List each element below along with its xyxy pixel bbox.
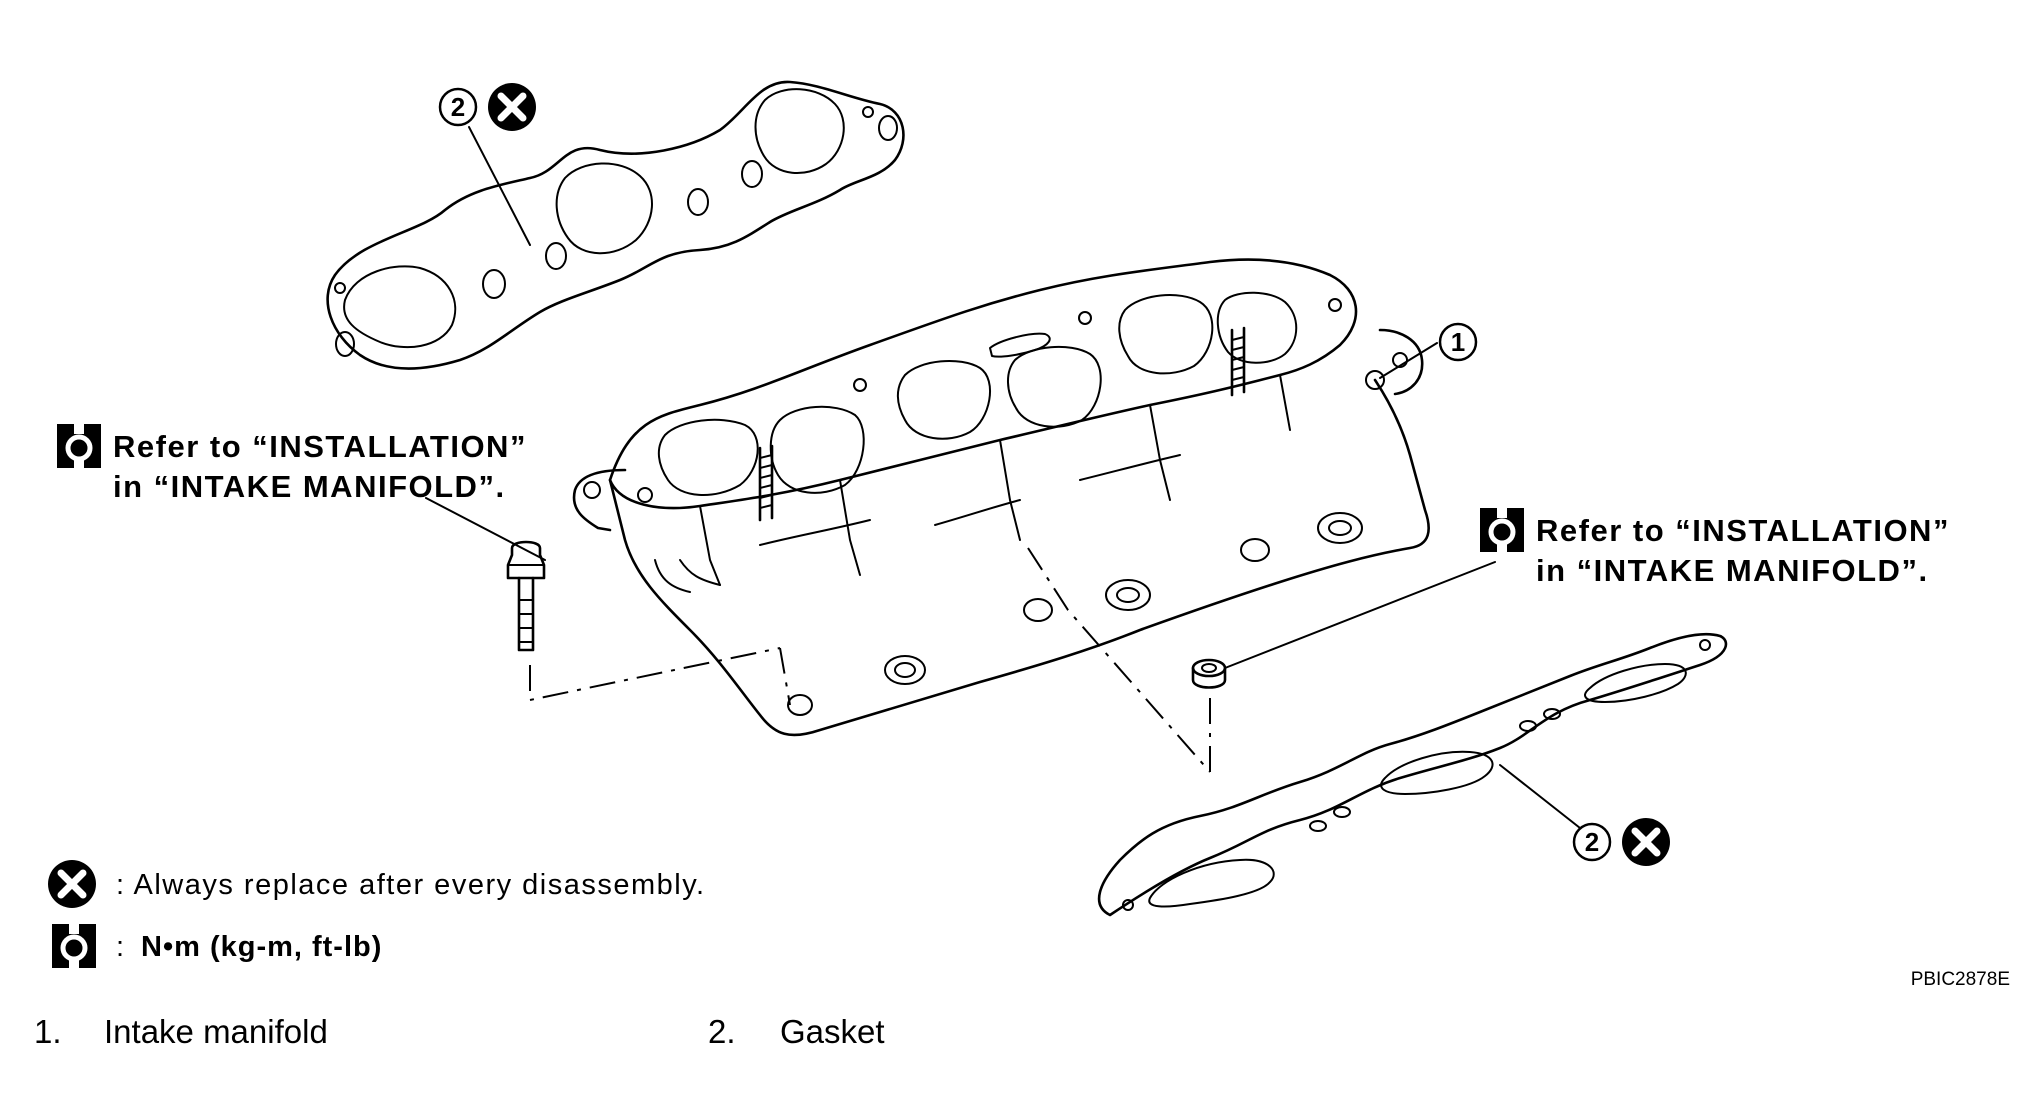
torque-wrench-icon bbox=[57, 424, 101, 468]
callout-2-top: 2 bbox=[438, 83, 536, 131]
legend-replace-text: : Always replace after every disassembly… bbox=[116, 869, 706, 901]
torque-wrench-icon bbox=[52, 924, 96, 968]
parts-list: 1. Intake manifold 2. Gasket bbox=[34, 1013, 885, 1050]
part-1-number: 1. bbox=[34, 1013, 62, 1050]
callout-1-number: 1 bbox=[1451, 327, 1465, 357]
torque-left-line1: Refer to “INSTALLATION” bbox=[113, 429, 527, 464]
torque-left-line2: in “INTAKE MANIFOLD”. bbox=[113, 469, 506, 504]
torque-callout-left: Refer to “INSTALLATION” in “INTAKE MANIF… bbox=[57, 424, 527, 504]
intake-manifold-body bbox=[572, 258, 1430, 737]
figure-code: PBIC2878E bbox=[1911, 969, 2010, 990]
callout-2-bottom: 2 bbox=[1572, 818, 1670, 866]
part-1-name: Intake manifold bbox=[104, 1013, 328, 1050]
manifold-bolt bbox=[506, 540, 546, 652]
alignment-lines bbox=[529, 547, 1211, 773]
legend-torque-text: N•m (kg-m, ft-lb) bbox=[141, 931, 382, 963]
callout-2-top-number: 2 bbox=[451, 92, 465, 122]
part-2-name: Gasket bbox=[780, 1013, 885, 1050]
replace-x-icon bbox=[48, 860, 96, 908]
leader-lines bbox=[425, 126, 1581, 829]
replace-x-icon bbox=[488, 83, 536, 131]
callout-1: 1 bbox=[1438, 322, 1478, 362]
gasket-top bbox=[326, 80, 905, 370]
torque-right-line1: Refer to “INSTALLATION” bbox=[1536, 513, 1950, 548]
torque-callout-right: Refer to “INSTALLATION” in “INTAKE MANIF… bbox=[1480, 508, 1950, 588]
torque-wrench-icon bbox=[1480, 508, 1524, 552]
callout-2-bottom-number: 2 bbox=[1585, 827, 1599, 857]
replace-x-icon bbox=[1622, 818, 1670, 866]
manifold-nut bbox=[1191, 658, 1227, 689]
legend: : Always replace after every disassembly… bbox=[48, 860, 706, 968]
part-2-number: 2. bbox=[708, 1013, 736, 1050]
torque-right-line2: in “INTAKE MANIFOLD”. bbox=[1536, 553, 1929, 588]
legend-torque-colon: : bbox=[116, 931, 126, 963]
gasket-bottom bbox=[1097, 632, 1728, 917]
